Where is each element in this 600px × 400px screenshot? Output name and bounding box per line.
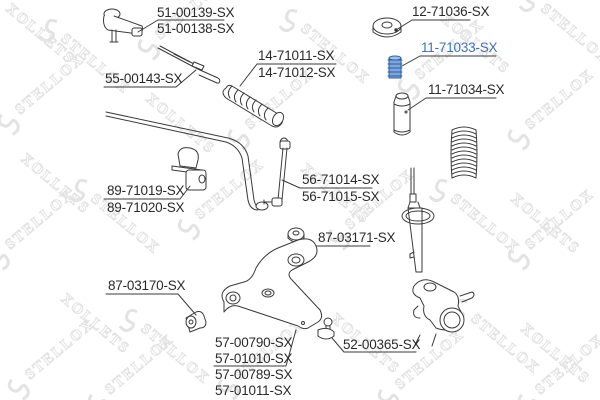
control-arm-part[interactable] (221, 238, 323, 330)
arm-bushing-front-part[interactable] (185, 311, 207, 333)
steering-boot-part[interactable] (222, 84, 286, 128)
shock-absorber-part[interactable] (401, 167, 435, 273)
label-tie-rod-end-1[interactable]: 51-00139-SX (157, 5, 235, 20)
coil-spring-part[interactable] (450, 126, 478, 179)
ball-joint-part[interactable] (317, 317, 335, 340)
leader-line-control-arm (213, 329, 297, 367)
leader-line-stabilizer-bushing (103, 185, 191, 200)
label-arm-bushing-rear[interactable]: 87-03171-SX (318, 230, 396, 245)
arm-bushing-rear-part[interactable] (287, 227, 305, 243)
label-dust-boot[interactable]: 11-71034-SX (428, 82, 505, 97)
label-ball-joint[interactable]: 52-00365-SX (343, 337, 421, 352)
label-bump-stop-highlighted[interactable]: 11-71033-SX (421, 40, 498, 55)
tie-rod-end-part[interactable] (103, 8, 143, 43)
leader-line-tie-rod (103, 69, 197, 88)
label-stabilizer-bushing-1[interactable]: 89-71019-SX (107, 183, 185, 198)
label-tie-rod-end-2[interactable]: 51-00138-SX (157, 21, 235, 36)
label-control-arm-4[interactable]: 57-01011-SX (215, 383, 292, 398)
leader-line-steering-boot (239, 63, 337, 87)
label-control-arm-1[interactable]: 57-00790-SX (215, 335, 293, 350)
leader-line-tie-rod-end (137, 19, 225, 33)
leader-line-ball-joint (331, 337, 417, 353)
label-tie-rod[interactable]: 55-00143-SX (105, 71, 183, 86)
label-strut-mount[interactable]: 12-71036-SX (412, 4, 490, 19)
label-steering-boot-2[interactable]: 14-71012-SX (258, 65, 336, 80)
strut-mount-part[interactable] (372, 17, 402, 38)
label-control-arm-3[interactable]: 57-00789-SX (215, 367, 293, 382)
leader-line-bump-stop (401, 55, 497, 67)
tie-rod-part[interactable] (157, 45, 221, 84)
label-control-arm-2[interactable]: 57-01010-SX (215, 351, 293, 366)
label-arm-bushing-front[interactable]: 87-03170-SX (108, 278, 186, 293)
leader-line-dust-boot (407, 97, 497, 111)
leader-line-arm-bushing-front (105, 293, 197, 316)
dust-boot-part[interactable] (393, 92, 411, 136)
leader-line-stabilizer-link (281, 179, 373, 189)
stabilizer-link-part[interactable] (263, 137, 291, 207)
leader-line-strut-mount (395, 19, 471, 31)
stabilizer-bushing-part[interactable] (171, 147, 207, 191)
label-stabilizer-link-1[interactable]: 56-71014-SX (302, 172, 380, 187)
bump-stop-part[interactable] (387, 55, 403, 79)
label-stabilizer-link-2[interactable]: 56-71015-SX (302, 189, 380, 204)
label-steering-boot-1[interactable]: 14-71011-SX (258, 48, 335, 63)
label-stabilizer-bushing-2[interactable]: 89-71020-SX (107, 200, 185, 215)
steering-knuckle-part[interactable] (412, 279, 475, 348)
stabilizer-bar-part[interactable] (105, 111, 269, 211)
